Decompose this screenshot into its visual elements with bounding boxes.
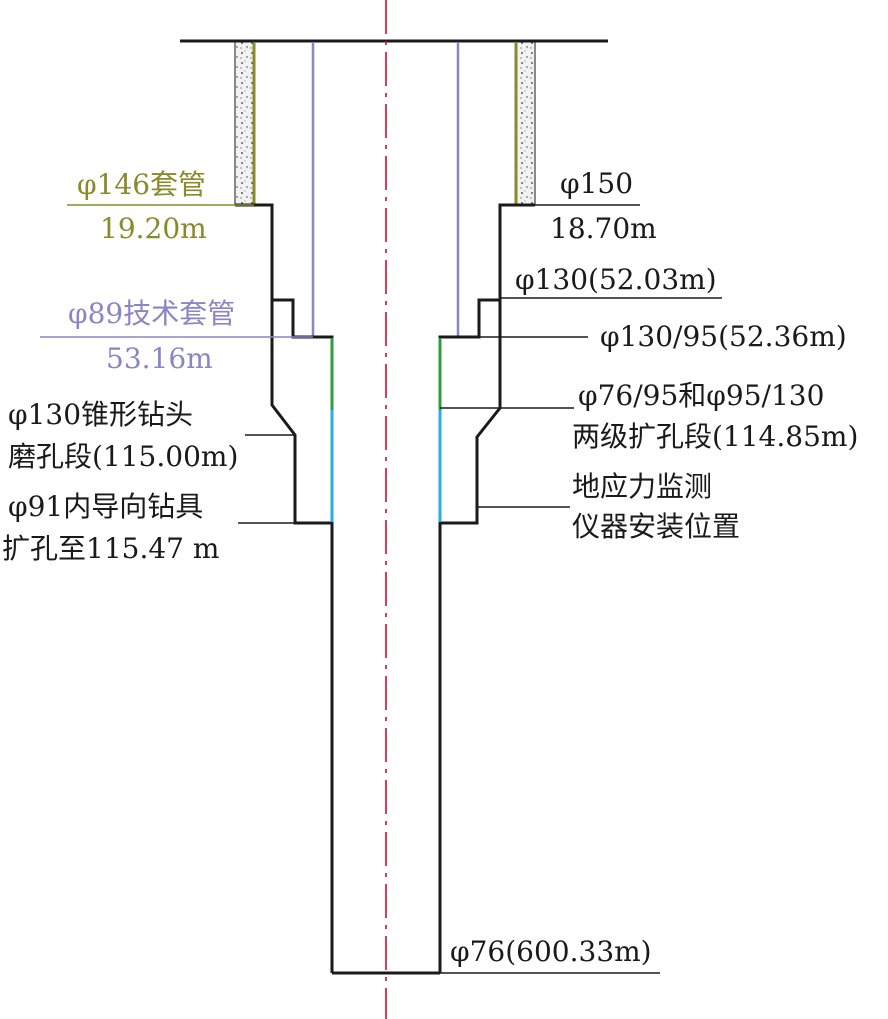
borehole-right-step (440, 300, 502, 525)
borehole-left-wall (235, 203, 334, 973)
casing-146-depth-label: 19.20m (100, 212, 207, 245)
monitor-label-line2: 仪器安装位置 (572, 510, 741, 543)
monitor-label-line1: 地应力监测 (572, 470, 713, 503)
borehole-left-step (270, 300, 332, 525)
guide-tool-label-line2: 扩孔至115.47 m (2, 532, 220, 565)
hole-150-diameter-label: φ150 (560, 167, 634, 200)
casing-146-diameter-label: φ146套管 (77, 168, 207, 201)
casing-89-depth-label: 53.16m (106, 342, 213, 375)
hole-130-95-label: φ130/95(52.36m) (600, 320, 847, 353)
hole-130-label: φ130(52.03m) (515, 263, 717, 296)
cement-annulus-right (516, 41, 536, 206)
guide-tool-label-line1: φ91内导向钻具 (8, 490, 204, 523)
casing-89-diameter-label: φ89技术套管 (68, 297, 236, 330)
cone-bit-label-line1: φ130锥形钻头 (8, 398, 194, 431)
ream-segment-label-line2: 两级扩孔段(114.85m) (572, 420, 859, 453)
ream-segment-label-line1: φ76/95和φ95/130 (578, 379, 825, 412)
cone-bit-label-line2: 磨孔段(115.00m) (8, 440, 239, 473)
borehole-right-wall (438, 203, 535, 973)
hole-76-label: φ76(600.33m) (450, 935, 652, 968)
hole-150-depth-label: 18.70m (550, 212, 657, 245)
cement-annulus-left (234, 41, 254, 206)
